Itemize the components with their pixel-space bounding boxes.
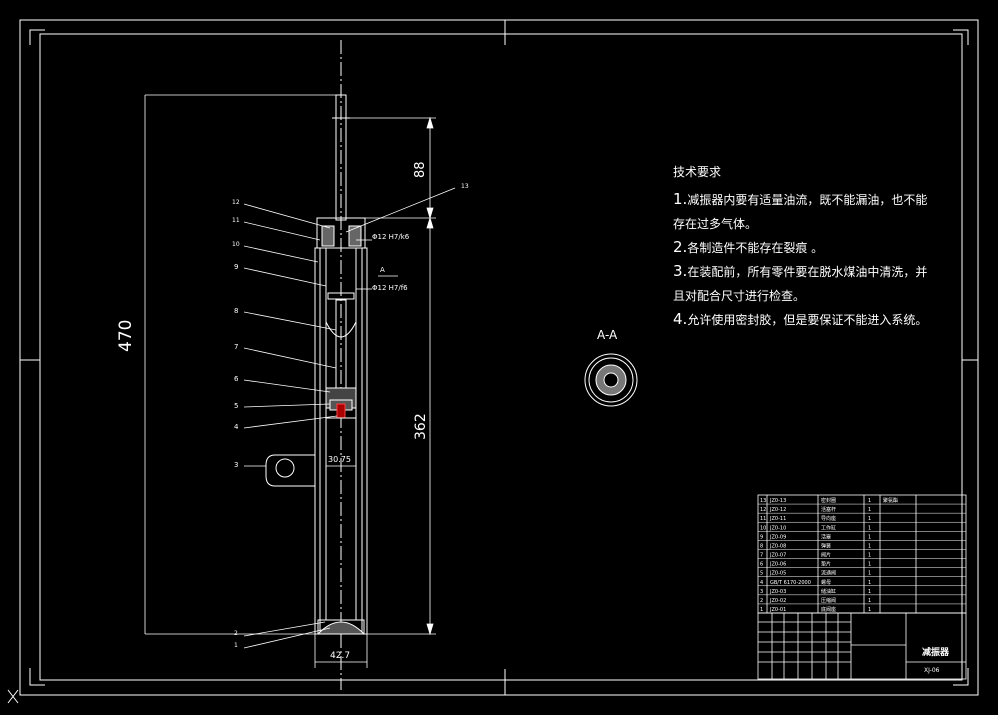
parts-cell-no: 1 bbox=[760, 607, 763, 613]
parts-cell-qty: 1 bbox=[868, 571, 871, 577]
parts-cell-name: 导向座 bbox=[821, 515, 836, 522]
requirement-line: 且对配合尺寸进行检查。 bbox=[673, 289, 806, 303]
parts-cell-name: 活塞 bbox=[821, 533, 831, 540]
parts-cell-code: JZ0-11 bbox=[769, 516, 786, 522]
parts-cell-code: JZ0-05 bbox=[769, 571, 786, 577]
parts-cell-name: 底阀座 bbox=[821, 606, 836, 613]
parts-cell-no: 6 bbox=[760, 562, 763, 568]
parts-cell-name: 密封圈 bbox=[821, 497, 836, 504]
parts-cell-no: 9 bbox=[760, 534, 763, 540]
parts-cell-qty: 1 bbox=[868, 543, 871, 549]
requirement-line: 存在过多气体。 bbox=[673, 217, 758, 231]
parts-cell-qty: 1 bbox=[868, 507, 871, 513]
parts-cell-code: JZ0-07 bbox=[769, 553, 786, 559]
parts-cell-no: 8 bbox=[760, 543, 763, 549]
shock-absorber-section bbox=[265, 40, 368, 690]
parts-cell-code: JZ0-13 bbox=[769, 498, 786, 504]
parts-cell-qty: 1 bbox=[868, 580, 871, 586]
parts-cell-qty: 1 bbox=[868, 607, 871, 613]
parts-list-table bbox=[757, 494, 967, 614]
parts-cell-qty: 1 bbox=[868, 516, 871, 522]
dimension-lines bbox=[144, 94, 456, 668]
requirement-line: 2.各制造件不能存在裂痕 。 bbox=[673, 238, 824, 256]
parts-cell-material: 聚氨酯 bbox=[883, 497, 898, 504]
parts-cell-no: 13 bbox=[760, 498, 766, 504]
parts-cell-name: 垫片 bbox=[821, 561, 831, 568]
parts-cell-name: 弹簧 bbox=[821, 542, 831, 549]
parts-cell-name: 流通阀 bbox=[821, 570, 836, 577]
parts-cell-no: 3 bbox=[760, 589, 763, 595]
parts-cell-name: 储油缸 bbox=[821, 588, 836, 595]
parts-cell-qty: 1 bbox=[868, 562, 871, 568]
parts-cell-name: 工作缸 bbox=[821, 524, 836, 531]
parts-cell-code: JZ0-02 bbox=[769, 598, 786, 604]
origin-mark bbox=[7, 689, 19, 704]
parts-cell-no: 12 bbox=[760, 507, 766, 513]
parts-cell-no: 2 bbox=[760, 598, 763, 604]
parts-cell-code: JZ0-03 bbox=[769, 589, 786, 595]
parts-cell-code: JZ0-08 bbox=[769, 543, 786, 549]
technical-requirements: 技术要求 1.减振器内要有适量油流，既不能漏油，也不能 存在过多气体。 2.各制… bbox=[673, 163, 928, 332]
parts-cell-qty: 1 bbox=[868, 498, 871, 504]
parts-cell-no: 7 bbox=[760, 553, 763, 559]
parts-cell-code: GB/T 6170-2000 bbox=[770, 580, 811, 586]
section-a-a-view bbox=[584, 353, 638, 407]
parts-cell-code: JZ0-06 bbox=[769, 562, 786, 568]
parts-cell-code: JZ0-09 bbox=[769, 534, 786, 540]
parts-cell-no: 4 bbox=[760, 580, 763, 586]
parts-cell-name: 螺母 bbox=[821, 579, 831, 586]
drawing-frame bbox=[19, 19, 979, 696]
parts-cell-qty: 1 bbox=[868, 553, 871, 559]
parts-cell-qty: 1 bbox=[868, 534, 871, 540]
parts-cell-code: JZ0-12 bbox=[769, 507, 786, 513]
requirement-line: 4.允许使用密封胶，但是要保证不能进入系统。 bbox=[673, 310, 928, 328]
parts-cell-name: 阀片 bbox=[821, 552, 831, 559]
parts-cell-qty: 1 bbox=[868, 589, 871, 595]
technical-requirements-heading: 技术要求 bbox=[673, 165, 722, 179]
parts-cell-no: 11 bbox=[760, 516, 766, 522]
requirement-line: 1.减振器内要有适量油流，既不能漏油，也不能 bbox=[673, 190, 928, 208]
parts-cell-qty: 1 bbox=[868, 525, 871, 531]
title-block bbox=[757, 612, 967, 680]
parts-cell-code: JZ0-01 bbox=[769, 607, 786, 613]
requirement-line: 3.在装配前，所有零件要在脱水煤油中清洗，并 bbox=[673, 262, 928, 280]
parts-cell-no: 5 bbox=[760, 571, 763, 577]
parts-cell-qty: 1 bbox=[868, 598, 871, 604]
parts-cell-name: 压缩阀 bbox=[821, 597, 836, 604]
parts-cell-code: JZ0-10 bbox=[769, 525, 786, 531]
parts-cell-name: 活塞杆 bbox=[821, 506, 836, 513]
parts-cell-no: 10 bbox=[760, 525, 766, 531]
